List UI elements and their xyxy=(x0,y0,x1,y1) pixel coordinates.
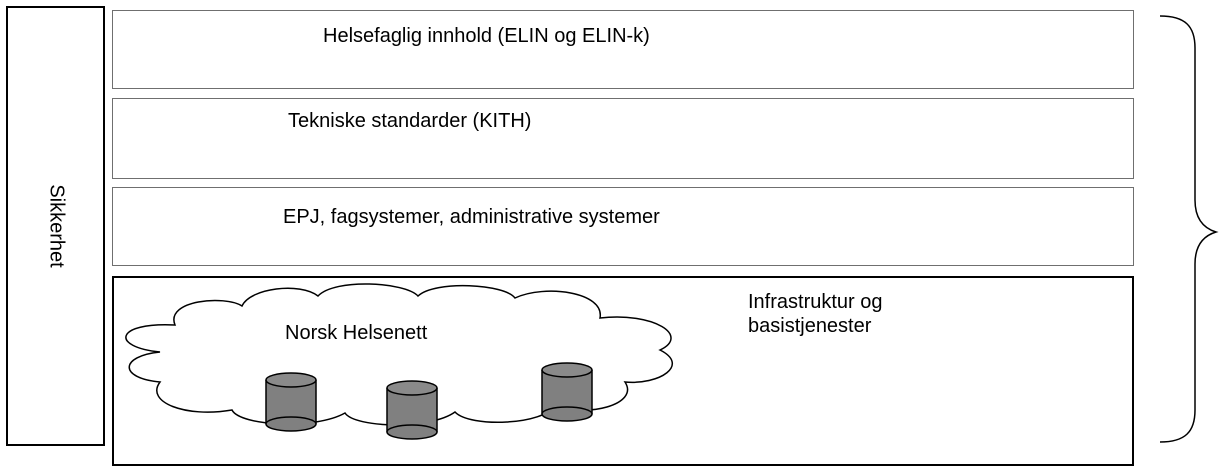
layer-health-content xyxy=(112,10,1134,89)
database-icon xyxy=(386,380,438,440)
layer-health-content-label: Helsefaglig innhold (ELIN og ELIN-k) xyxy=(323,25,650,47)
diagram-graphics xyxy=(125,15,1219,443)
network-cloud-icon xyxy=(125,283,674,426)
layer-technical-standards xyxy=(112,98,1134,179)
database-icon xyxy=(265,372,317,432)
brace-icon xyxy=(1159,15,1219,443)
layer-technical-standards-label: Tekniske standarder (KITH) xyxy=(288,110,532,132)
layer-infrastructure-label: Infrastruktur og basistjenester xyxy=(748,291,883,337)
network-label: Norsk Helsenett xyxy=(285,322,428,344)
layer-epj-systems-label: EPJ, fagsystemer, administrative systeme… xyxy=(283,206,660,228)
layer-epj-systems xyxy=(112,187,1134,266)
database-icon xyxy=(541,362,593,422)
security-bar: Sikkerhet xyxy=(6,6,105,446)
